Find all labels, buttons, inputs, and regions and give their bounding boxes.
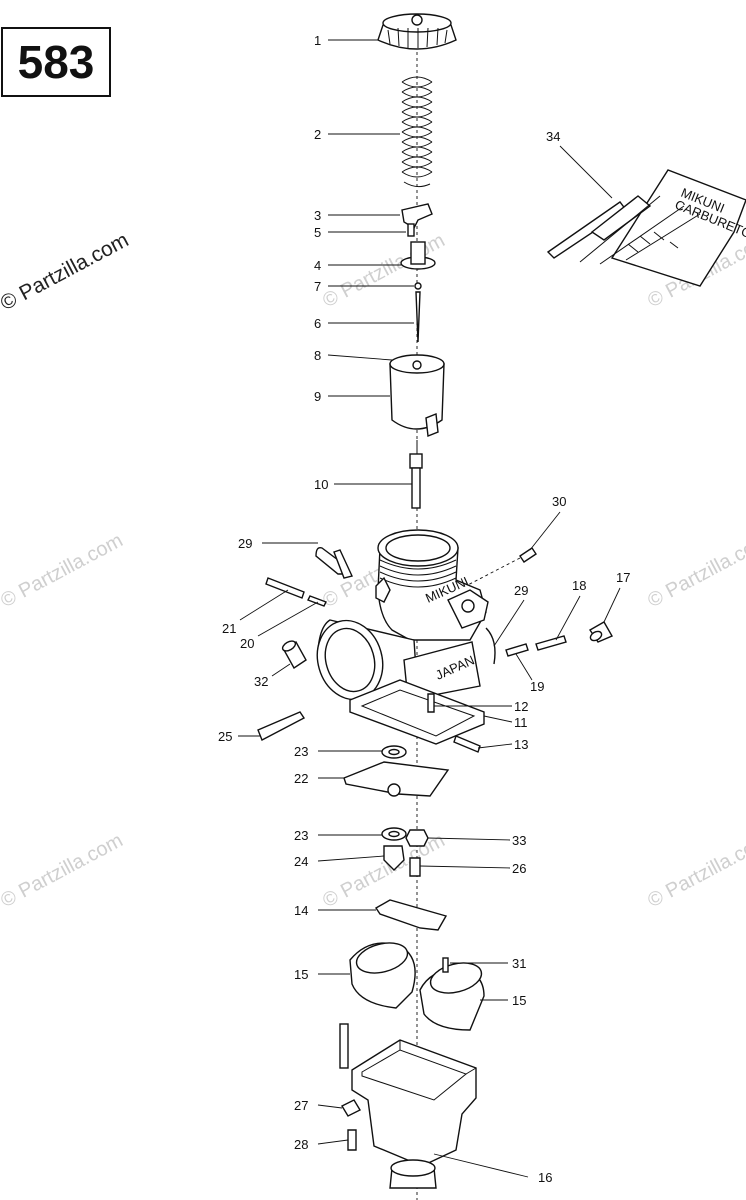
callout-15-right: 15 <box>512 993 526 1008</box>
part-vent-tube <box>339 1023 349 1069</box>
callout-31: 31 <box>512 956 526 971</box>
callout-7: 7 <box>314 279 321 294</box>
part-cap <box>377 13 457 50</box>
callout-12: 12 <box>514 699 528 714</box>
callout-4: 4 <box>314 258 321 273</box>
callout-32: 32 <box>254 674 268 689</box>
part-clip-plate <box>401 203 433 229</box>
part-clip-27 <box>341 1099 361 1117</box>
part-screw-21 <box>265 577 305 599</box>
callout-29-left: 29 <box>238 536 252 551</box>
callout-3: 3 <box>314 208 321 223</box>
part-main-jet-holder <box>383 845 405 871</box>
callout-34: 34 <box>546 129 560 144</box>
part-drain-plug <box>389 1159 437 1189</box>
diagram-code: 583 <box>17 36 95 88</box>
part-nut-33 <box>405 829 429 847</box>
callout-25: 25 <box>218 729 232 744</box>
part-plug-32 <box>281 640 307 670</box>
part-washer-lower <box>381 827 407 841</box>
callout-17: 17 <box>616 570 630 585</box>
callout-21: 21 <box>222 621 236 636</box>
part-gasket-inner <box>360 689 476 737</box>
part-washer-upper <box>381 745 407 759</box>
callout-30: 30 <box>552 494 566 509</box>
callout-26: 26 <box>512 861 526 876</box>
callout-29-right: 29 <box>514 583 528 598</box>
callout-15-left: 15 <box>294 967 308 982</box>
callout-1: 1 <box>314 33 321 48</box>
callout-28: 28 <box>294 1137 308 1152</box>
part-pin <box>407 223 415 237</box>
callout-23-upper: 23 <box>294 744 308 759</box>
part-screw-12 <box>427 693 435 713</box>
diagram-code-box: 583 <box>1 27 111 97</box>
callout-13: 13 <box>514 737 528 752</box>
part-screw-25 <box>257 711 306 741</box>
callout-9: 9 <box>314 389 321 404</box>
part-e-clip <box>414 282 422 290</box>
callout-20: 20 <box>240 636 254 651</box>
part-carburetor-body: MIKUNI JAPAN <box>316 529 496 703</box>
part-pilot-screw <box>519 547 537 563</box>
part-float-bowl <box>351 1039 477 1167</box>
callout-19: 19 <box>530 679 544 694</box>
callout-10: 10 <box>314 477 328 492</box>
part-float-arm <box>375 899 448 931</box>
part-jet-26 <box>409 857 421 877</box>
callout-24: 24 <box>294 854 308 869</box>
callout-labels: 1 2 3 5 4 7 6 8 9 10 34 29 30 21 20 32 1… <box>218 33 630 1185</box>
part-throttle-slide <box>389 354 445 437</box>
callout-8: 8 <box>314 348 321 363</box>
callout-33: 33 <box>512 833 526 848</box>
part-screw-28 <box>347 1129 357 1151</box>
part-baffle-plate <box>343 761 450 797</box>
leader-lines <box>238 39 621 1178</box>
callout-23-lower: 23 <box>294 828 308 843</box>
callout-16: 16 <box>538 1170 552 1185</box>
callout-5: 5 <box>314 225 321 240</box>
part-screw-18 <box>535 635 567 651</box>
part-spring-19 <box>505 643 529 657</box>
part-spring-20 <box>307 595 327 607</box>
callout-18: 18 <box>572 578 586 593</box>
part-needle-jet <box>409 440 423 509</box>
part-tool-kit: MIKUNI CARBURETOR <box>546 169 746 287</box>
callout-27: 27 <box>294 1098 308 1113</box>
part-float-right <box>419 962 485 1031</box>
callout-6: 6 <box>314 316 321 331</box>
part-cable-adjuster-arm <box>333 549 353 579</box>
part-float-pin <box>442 957 449 973</box>
part-plate-hole <box>387 783 401 797</box>
part-spring <box>401 76 433 188</box>
axis-line <box>461 557 521 589</box>
callout-11: 11 <box>514 715 528 730</box>
callout-2: 2 <box>314 127 321 142</box>
part-plug-17 <box>589 621 613 643</box>
part-needle-holder <box>400 241 436 270</box>
callout-22: 22 <box>294 771 308 786</box>
part-jet-needle <box>415 291 421 343</box>
part-screw-13 <box>453 735 481 753</box>
part-float-left <box>349 942 416 1009</box>
callout-14: 14 <box>294 903 308 918</box>
